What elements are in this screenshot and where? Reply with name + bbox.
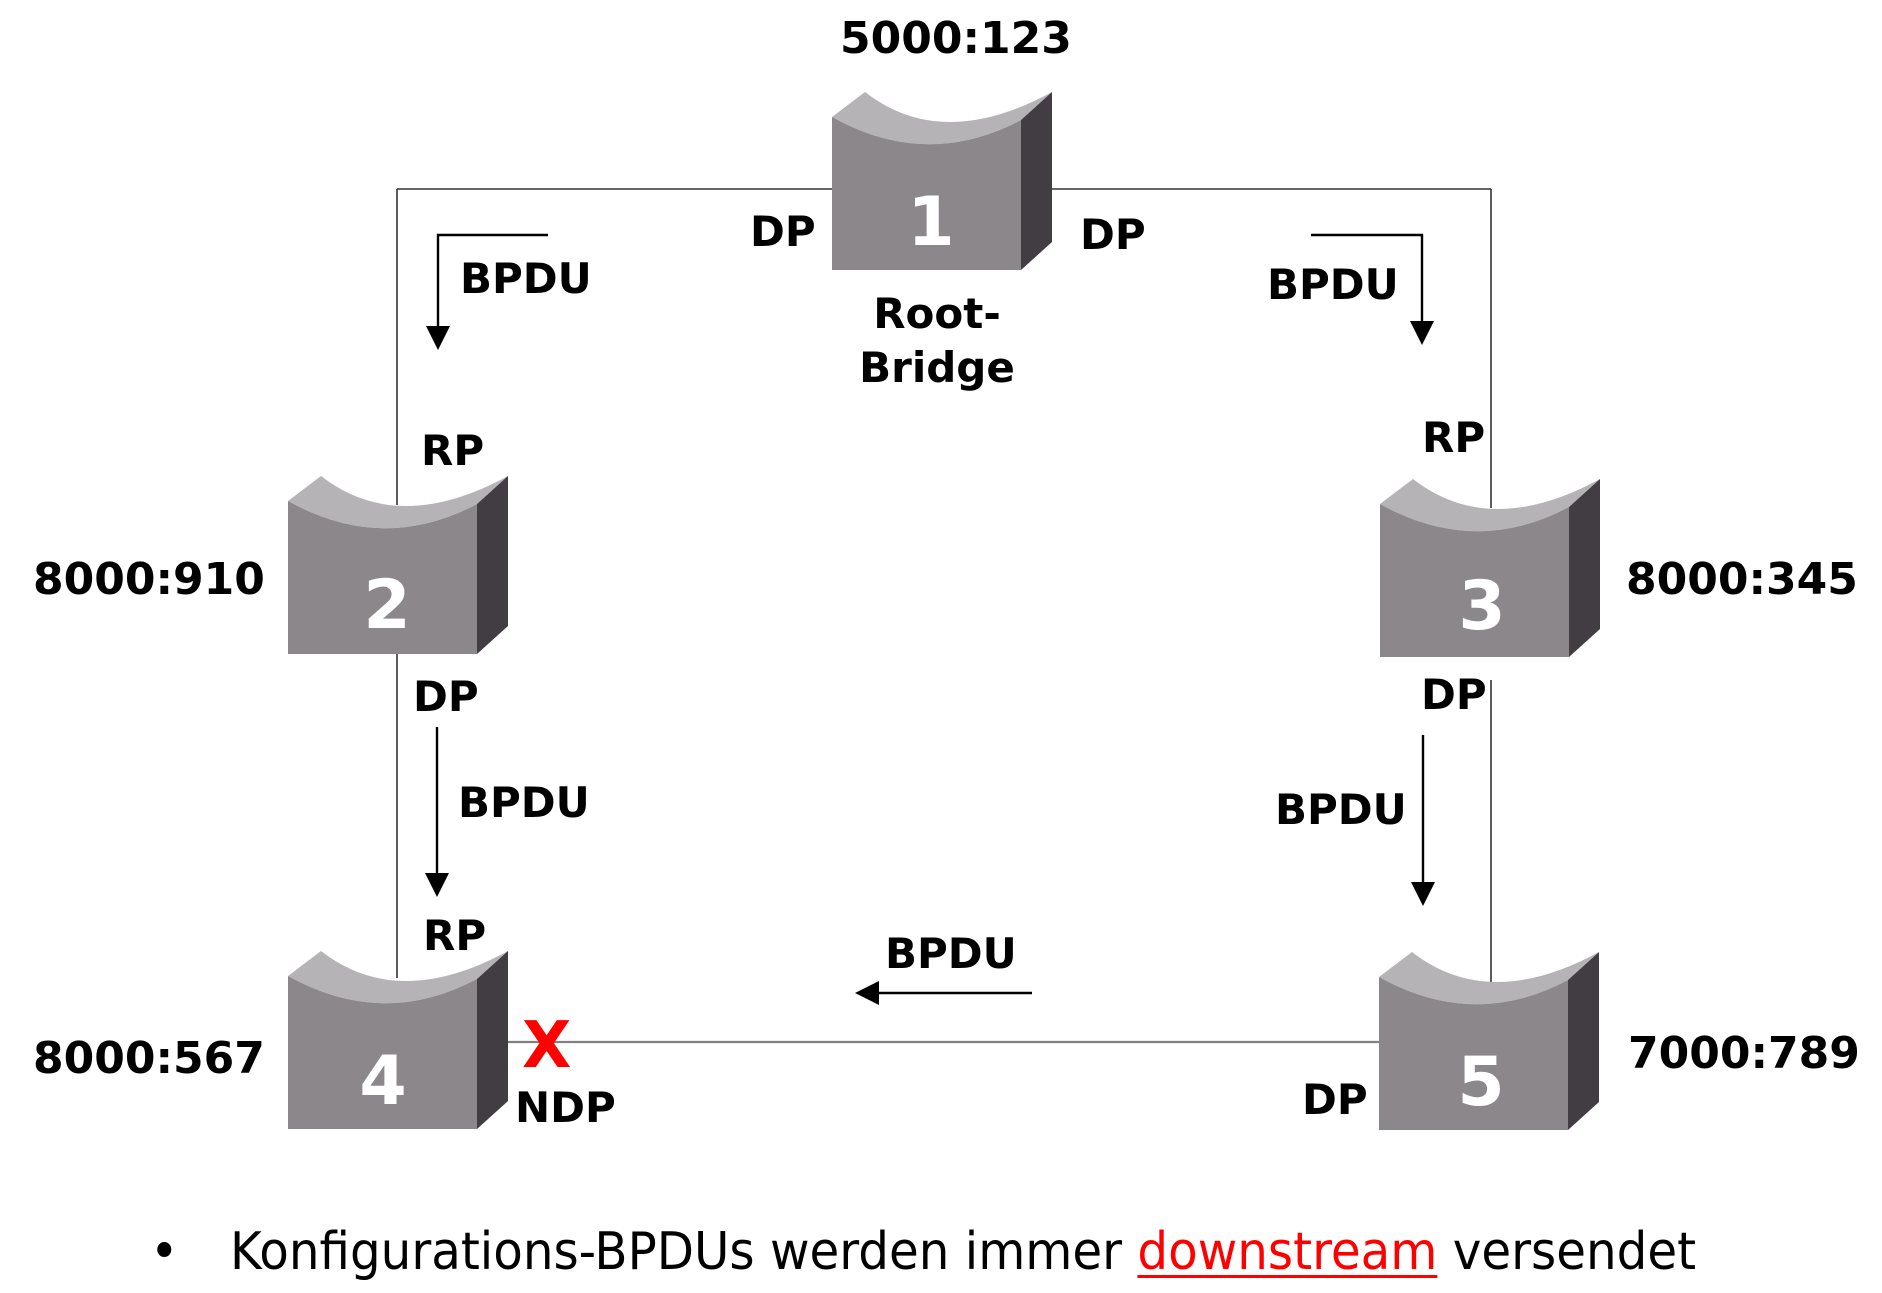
bpdu-label: BPDU [458, 778, 590, 827]
switch-number: 4 [359, 1042, 406, 1121]
port-label-s3-bottom: DP [1421, 670, 1487, 719]
switch-front-face [288, 976, 477, 1129]
switch-front-face [1380, 504, 1569, 657]
arrowhead-icon [426, 326, 450, 350]
switch-side-face [477, 476, 508, 654]
switch-2[interactable]: 2 [288, 476, 508, 654]
switch-top-face [288, 951, 508, 1004]
bpdu-label: BPDU [1267, 260, 1399, 309]
arrow-line [436, 233, 548, 338]
port-label-s1-left: DP [750, 207, 816, 256]
bridge-id-switch-4: 8000:567 [33, 1033, 265, 1084]
links [396, 188, 1492, 1044]
port-label-s4-right: NDP [515, 1083, 616, 1132]
bpdu-label: BPDU [885, 929, 1017, 978]
switch-top-face [1379, 952, 1599, 1005]
switch-number: 2 [363, 566, 410, 645]
bridge-id-switch-5: 7000:789 [1628, 1028, 1860, 1079]
bridge-id-switch-3: 8000:345 [1626, 554, 1858, 605]
caption-highlight-downstream: downstream [1137, 1222, 1438, 1282]
bpdu-arrow-1-3: BPDU [1267, 233, 1434, 345]
arrowhead-icon [1410, 321, 1434, 345]
bpdu-label: BPDU [1275, 785, 1407, 834]
bpdu-arrow-1-2: BPDU [426, 233, 592, 350]
bullet-icon: • [150, 1222, 179, 1282]
switch-top-face [1380, 479, 1600, 532]
bpdu-label: BPDU [460, 254, 592, 303]
root-bridge-label-line2: Bridge [859, 343, 1015, 392]
port-label-s2-top: RP [421, 426, 484, 475]
switch-top-face [288, 476, 508, 529]
switch-side-face [1569, 479, 1600, 657]
switch-front-face [288, 501, 477, 654]
caption-bullet-point: • Konfigurations-BPDUs werden immer downs… [150, 1222, 1696, 1282]
arrowhead-icon [855, 981, 879, 1005]
switch-number: 1 [907, 183, 954, 262]
bpdu-arrow-3-5: BPDU [1275, 735, 1435, 906]
switch-number: 3 [1458, 567, 1505, 646]
switch-side-face [1568, 952, 1599, 1130]
bpdu-arrow-5-4: BPDU [855, 929, 1032, 1005]
switch-front-face [832, 117, 1021, 270]
blocked-port-x-icon: X [522, 1009, 571, 1083]
switch-number: 5 [1457, 1043, 1504, 1122]
caption-text-after: versendet [1437, 1222, 1697, 1282]
bridge-id-switch-1: 5000:123 [840, 13, 1072, 64]
switch-5[interactable]: 5 [1379, 952, 1599, 1130]
port-label-s4-top: RP [423, 911, 486, 960]
switch-side-face [1021, 92, 1052, 270]
bridge-id-switch-2: 8000:910 [33, 554, 265, 605]
caption-text-before: Konfigurations-BPDUs werden immer [229, 1222, 1138, 1282]
port-label-s1-right: DP [1080, 210, 1146, 259]
switch-3[interactable]: 3 [1380, 479, 1600, 657]
bpdu-arrow-2-4: BPDU [425, 727, 590, 897]
arrowhead-icon [425, 873, 449, 897]
switch-front-face [1379, 977, 1568, 1130]
port-label-s2-bottom: DP [413, 672, 479, 721]
arrowhead-icon [1411, 882, 1435, 906]
switch-side-face [477, 951, 508, 1129]
switch-top-face [832, 92, 1052, 145]
port-label-s3-top: RP [1422, 413, 1485, 462]
switch-1[interactable]: 1 [832, 92, 1052, 270]
root-bridge-label-line1: Root- [873, 289, 1001, 338]
arrow-line [1311, 233, 1424, 333]
port-label-s5-left: DP [1302, 1075, 1368, 1124]
switch-4[interactable]: 4 [288, 951, 508, 1129]
